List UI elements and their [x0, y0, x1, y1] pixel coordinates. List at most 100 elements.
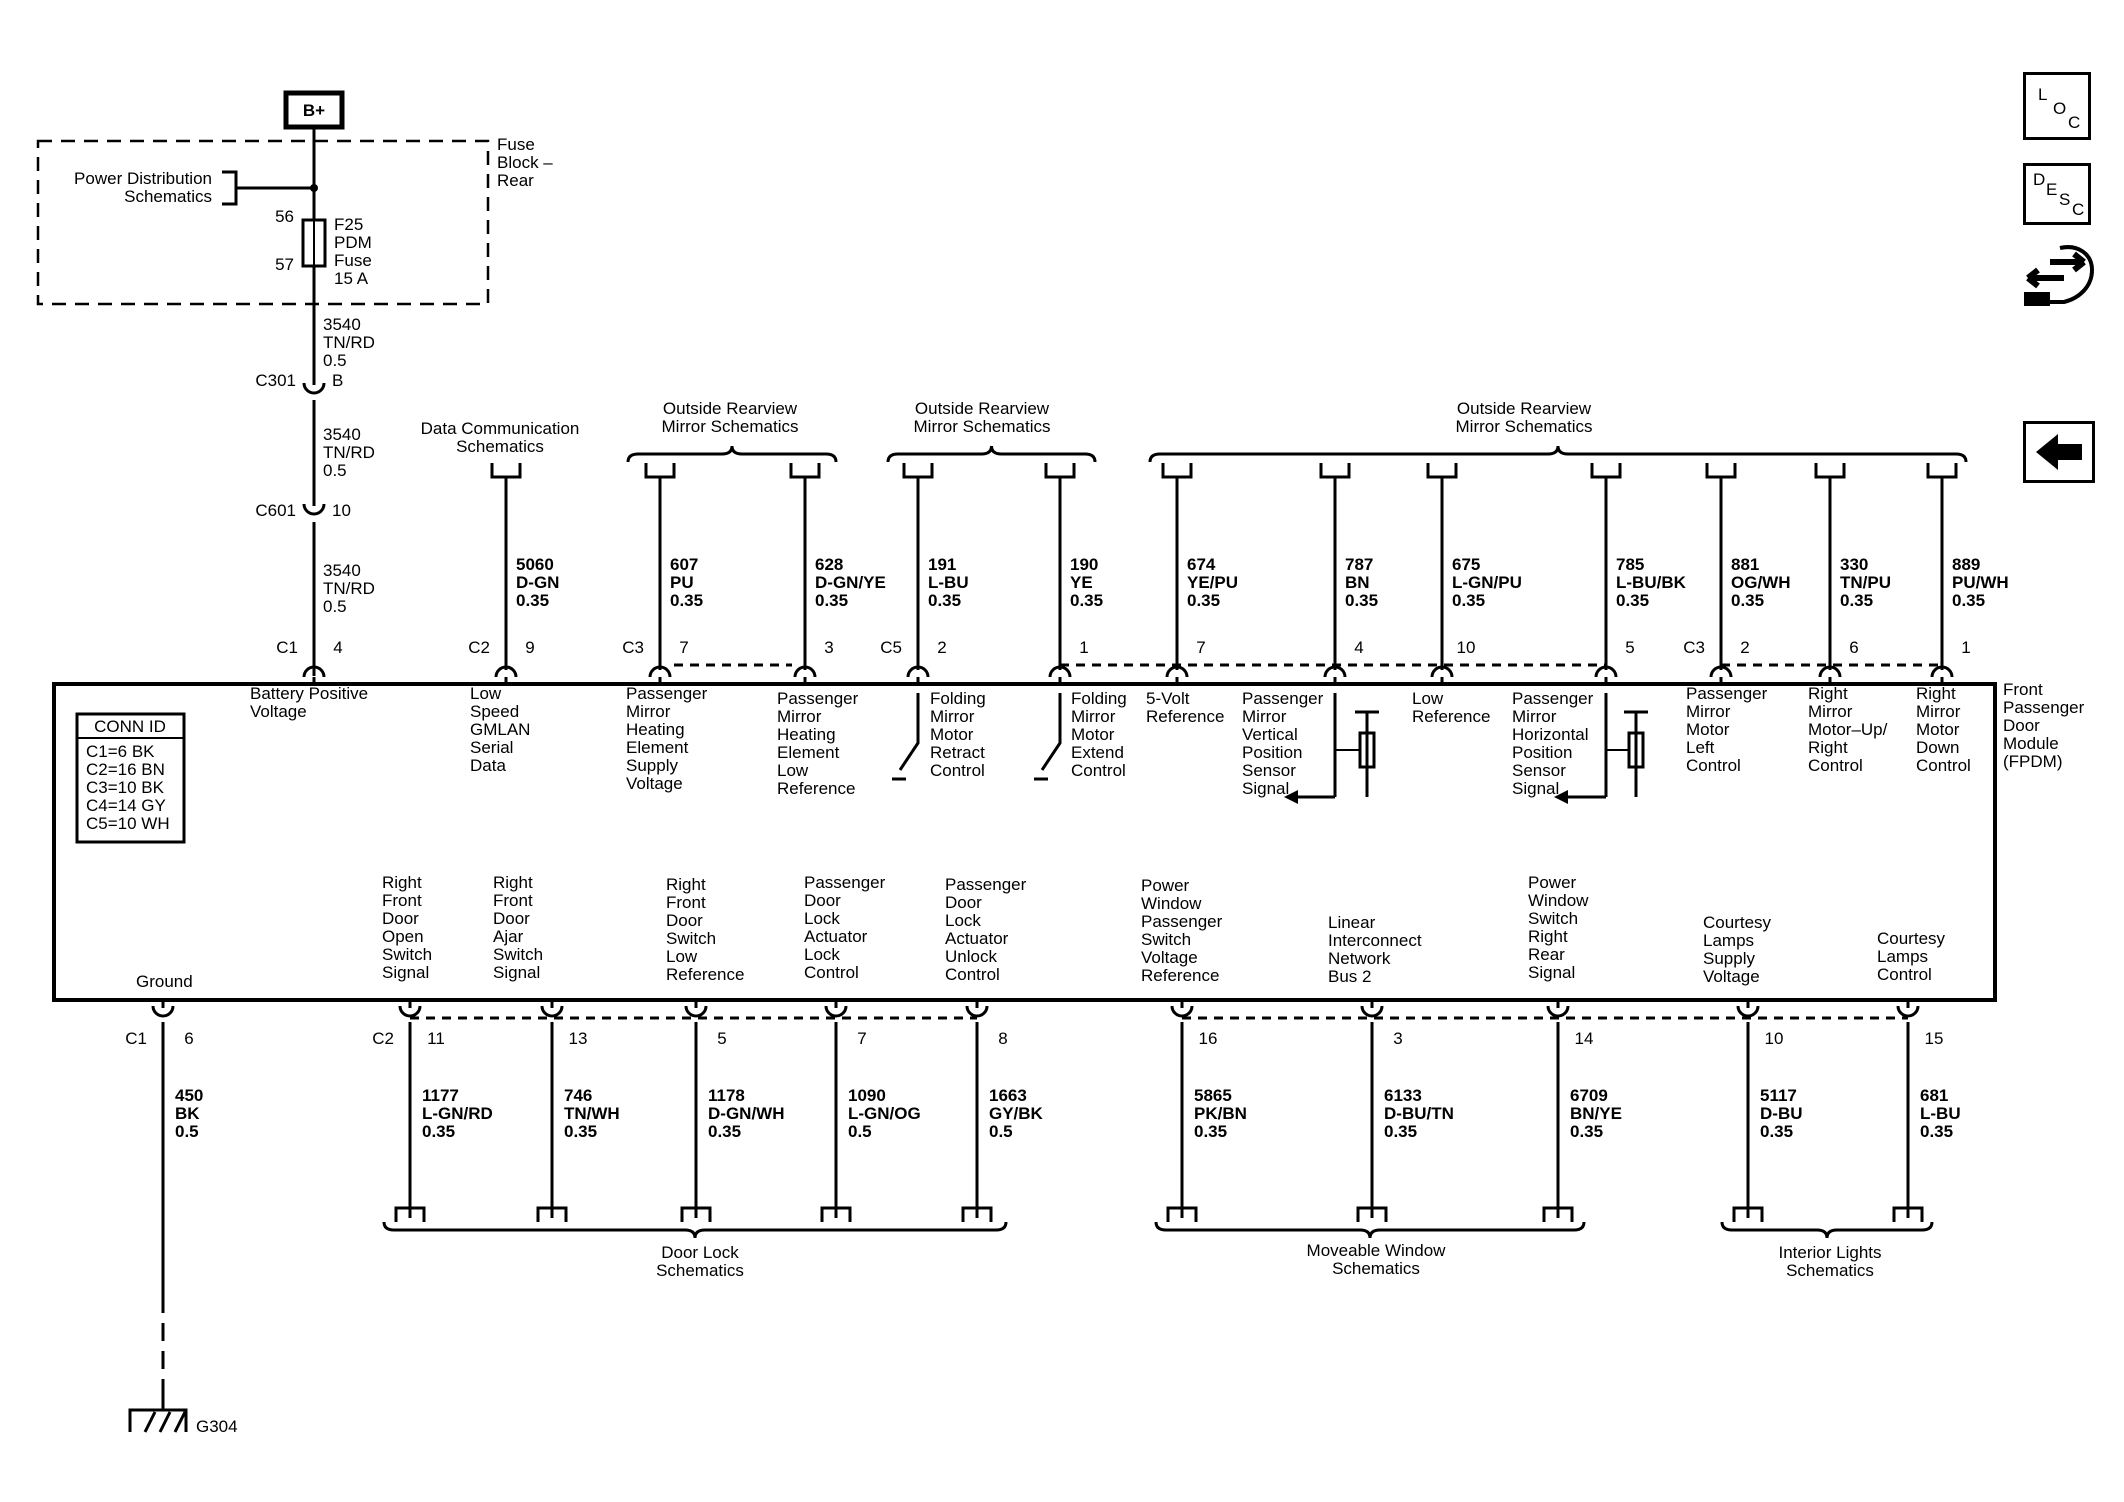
bottom-wire-label-7: 6133	[1384, 1086, 1422, 1105]
top-function-label-4: Motor	[930, 725, 974, 744]
top-wire-label-7: 787	[1345, 555, 1373, 574]
top-function-label-12: Mirror	[1916, 702, 1961, 721]
top-wire-label-9: L-BU/BK	[1616, 573, 1687, 592]
bottom-function-label-5: Actuator	[945, 929, 1009, 948]
top-pin-number-6: 7	[1196, 638, 1205, 657]
door-lock-ref-1	[536, 1206, 568, 1222]
b-plus-label: B+	[303, 101, 325, 120]
desc-letter-c: C	[2072, 200, 2085, 219]
loc-button[interactable]: L O C	[2023, 72, 2091, 140]
bottom-wire-label-5: 0.5	[989, 1122, 1013, 1141]
mirror-b-brace	[886, 445, 1097, 463]
moveable-window-brace	[1154, 1221, 1586, 1239]
bottom-function-label-8: Switch	[1528, 909, 1578, 928]
c601-pin: 10	[332, 501, 351, 520]
bottom-function-label-8: Window	[1528, 891, 1589, 910]
wire-3540-b-label: TN/RD	[323, 443, 375, 462]
top-function-label-4: Retract	[930, 743, 985, 762]
bottom-pin-number-1: 11	[427, 1029, 445, 1048]
mirror-a-brace	[626, 445, 838, 463]
bottom-wire-label-10: L-BU	[1920, 1104, 1961, 1123]
bottom-wire-label-2: 0.35	[564, 1122, 597, 1141]
bottom-function-label-2: Ajar	[493, 927, 524, 946]
top-pin-number-7: 4	[1354, 638, 1363, 657]
bottom-function-label-9: Courtesy	[1703, 913, 1772, 932]
bottom-function-label-6: Passenger	[1141, 912, 1223, 931]
bottom-wire-label-1: 0.35	[422, 1122, 455, 1141]
top-connector-2	[648, 665, 672, 678]
top-function-label-7: Passenger	[1242, 689, 1324, 708]
conn-id-entry: C4=14 GY	[86, 796, 166, 815]
top-connector-10	[1709, 665, 1733, 678]
bottom-function-label-4: Actuator	[804, 927, 868, 946]
sensor-arrow-head-1	[1554, 790, 1568, 804]
top-wire-label-12: 889	[1952, 555, 1980, 574]
back-button[interactable]	[2023, 421, 2095, 483]
top-wire-label-1: 5060	[516, 555, 554, 574]
bottom-function-label-8: Power	[1528, 873, 1577, 892]
bottom-pin-number-2: 13	[569, 1029, 588, 1048]
bottom-function-label-2: Front	[493, 891, 533, 910]
data-comm-header: Data Communication	[421, 419, 580, 438]
top-wire-label-2: 607	[670, 555, 698, 574]
power-distribution-label: Schematics	[124, 187, 212, 206]
connector-view-button[interactable]	[2020, 240, 2098, 320]
bottom-function-label-6: Window	[1141, 894, 1202, 913]
top-wire-label-6: YE/PU	[1187, 573, 1238, 592]
bottom-function-label-7: Linear	[1328, 913, 1376, 932]
top-function-label-10: Motor	[1686, 720, 1730, 739]
top-pin-number-0: 4	[333, 638, 342, 657]
top-function-label-12: Control	[1916, 756, 1971, 775]
top-function-label-5: Folding	[1071, 689, 1127, 708]
window-ref-1	[1356, 1206, 1388, 1222]
top-pin-number-10: 2	[1740, 638, 1749, 657]
bottom-function-label-4: Lock	[804, 945, 840, 964]
top-function-label-9: Position	[1512, 743, 1572, 762]
top-wire-label-12: 0.35	[1952, 591, 1985, 610]
top-function-label-10: Control	[1686, 756, 1741, 775]
ground-hatch-1	[143, 1411, 157, 1433]
top-wire-label-6: 674	[1187, 555, 1216, 574]
door-lock-ref-3	[820, 1206, 852, 1222]
bottom-function-label-10: Courtesy	[1877, 929, 1946, 948]
bottom-function-label-4: Passenger	[804, 873, 886, 892]
desc-button[interactable]: D E S C	[2023, 163, 2091, 225]
mirror-a-ref-1	[644, 463, 676, 479]
folding-retract-switch	[898, 693, 920, 771]
power-distribution-bracket	[222, 170, 238, 206]
top-connector-5	[1048, 665, 1072, 678]
top-wire-label-10: OG/WH	[1731, 573, 1791, 592]
top-wire-label-11: 0.35	[1840, 591, 1873, 610]
top-connector-4	[906, 665, 930, 678]
top-function-label-8: Low	[1412, 689, 1444, 708]
top-wire-label-11: 330	[1840, 555, 1868, 574]
top-connector-9	[1594, 665, 1618, 678]
interior-lights-footer: Interior Lights	[1779, 1243, 1882, 1262]
folding-extend-switch	[1040, 693, 1062, 771]
bottom-wire-label-6: 0.35	[1194, 1122, 1227, 1141]
door-lock-brace	[382, 1221, 1008, 1239]
fpdm-module-name: Door	[2003, 716, 2040, 735]
bottom-function-label-6: Switch	[1141, 930, 1191, 949]
fpdm-module-box	[52, 682, 1997, 1002]
bottom-connector-5	[965, 1005, 989, 1018]
top-wire-label-8: 0.35	[1452, 591, 1485, 610]
top-function-label-10: Left	[1686, 738, 1715, 757]
top-function-label-9: Horizontal	[1512, 725, 1589, 744]
mirror-c-header: Mirror Schematics	[1456, 417, 1593, 436]
top-function-label-3: Low	[777, 761, 809, 780]
top-wire-label-9: 0.35	[1616, 591, 1649, 610]
bottom-connector-9	[1736, 1005, 1760, 1018]
top-pin-number-8: 10	[1457, 638, 1476, 657]
top-function-label-1: Data	[470, 756, 506, 775]
door-lock-ref-4	[961, 1206, 993, 1222]
bottom-function-label-2: Switch	[493, 945, 543, 964]
top-function-label-3: Passenger	[777, 689, 859, 708]
fuse-pin-top: 56	[275, 207, 294, 226]
bottom-function-label-8: Signal	[1528, 963, 1575, 982]
bottom-pin-number-0: 6	[184, 1029, 193, 1048]
mirror-a-header: Outside Rearview	[663, 399, 798, 418]
bottom-wire-label-3: 1178	[708, 1086, 745, 1105]
top-connector-0	[302, 665, 326, 678]
